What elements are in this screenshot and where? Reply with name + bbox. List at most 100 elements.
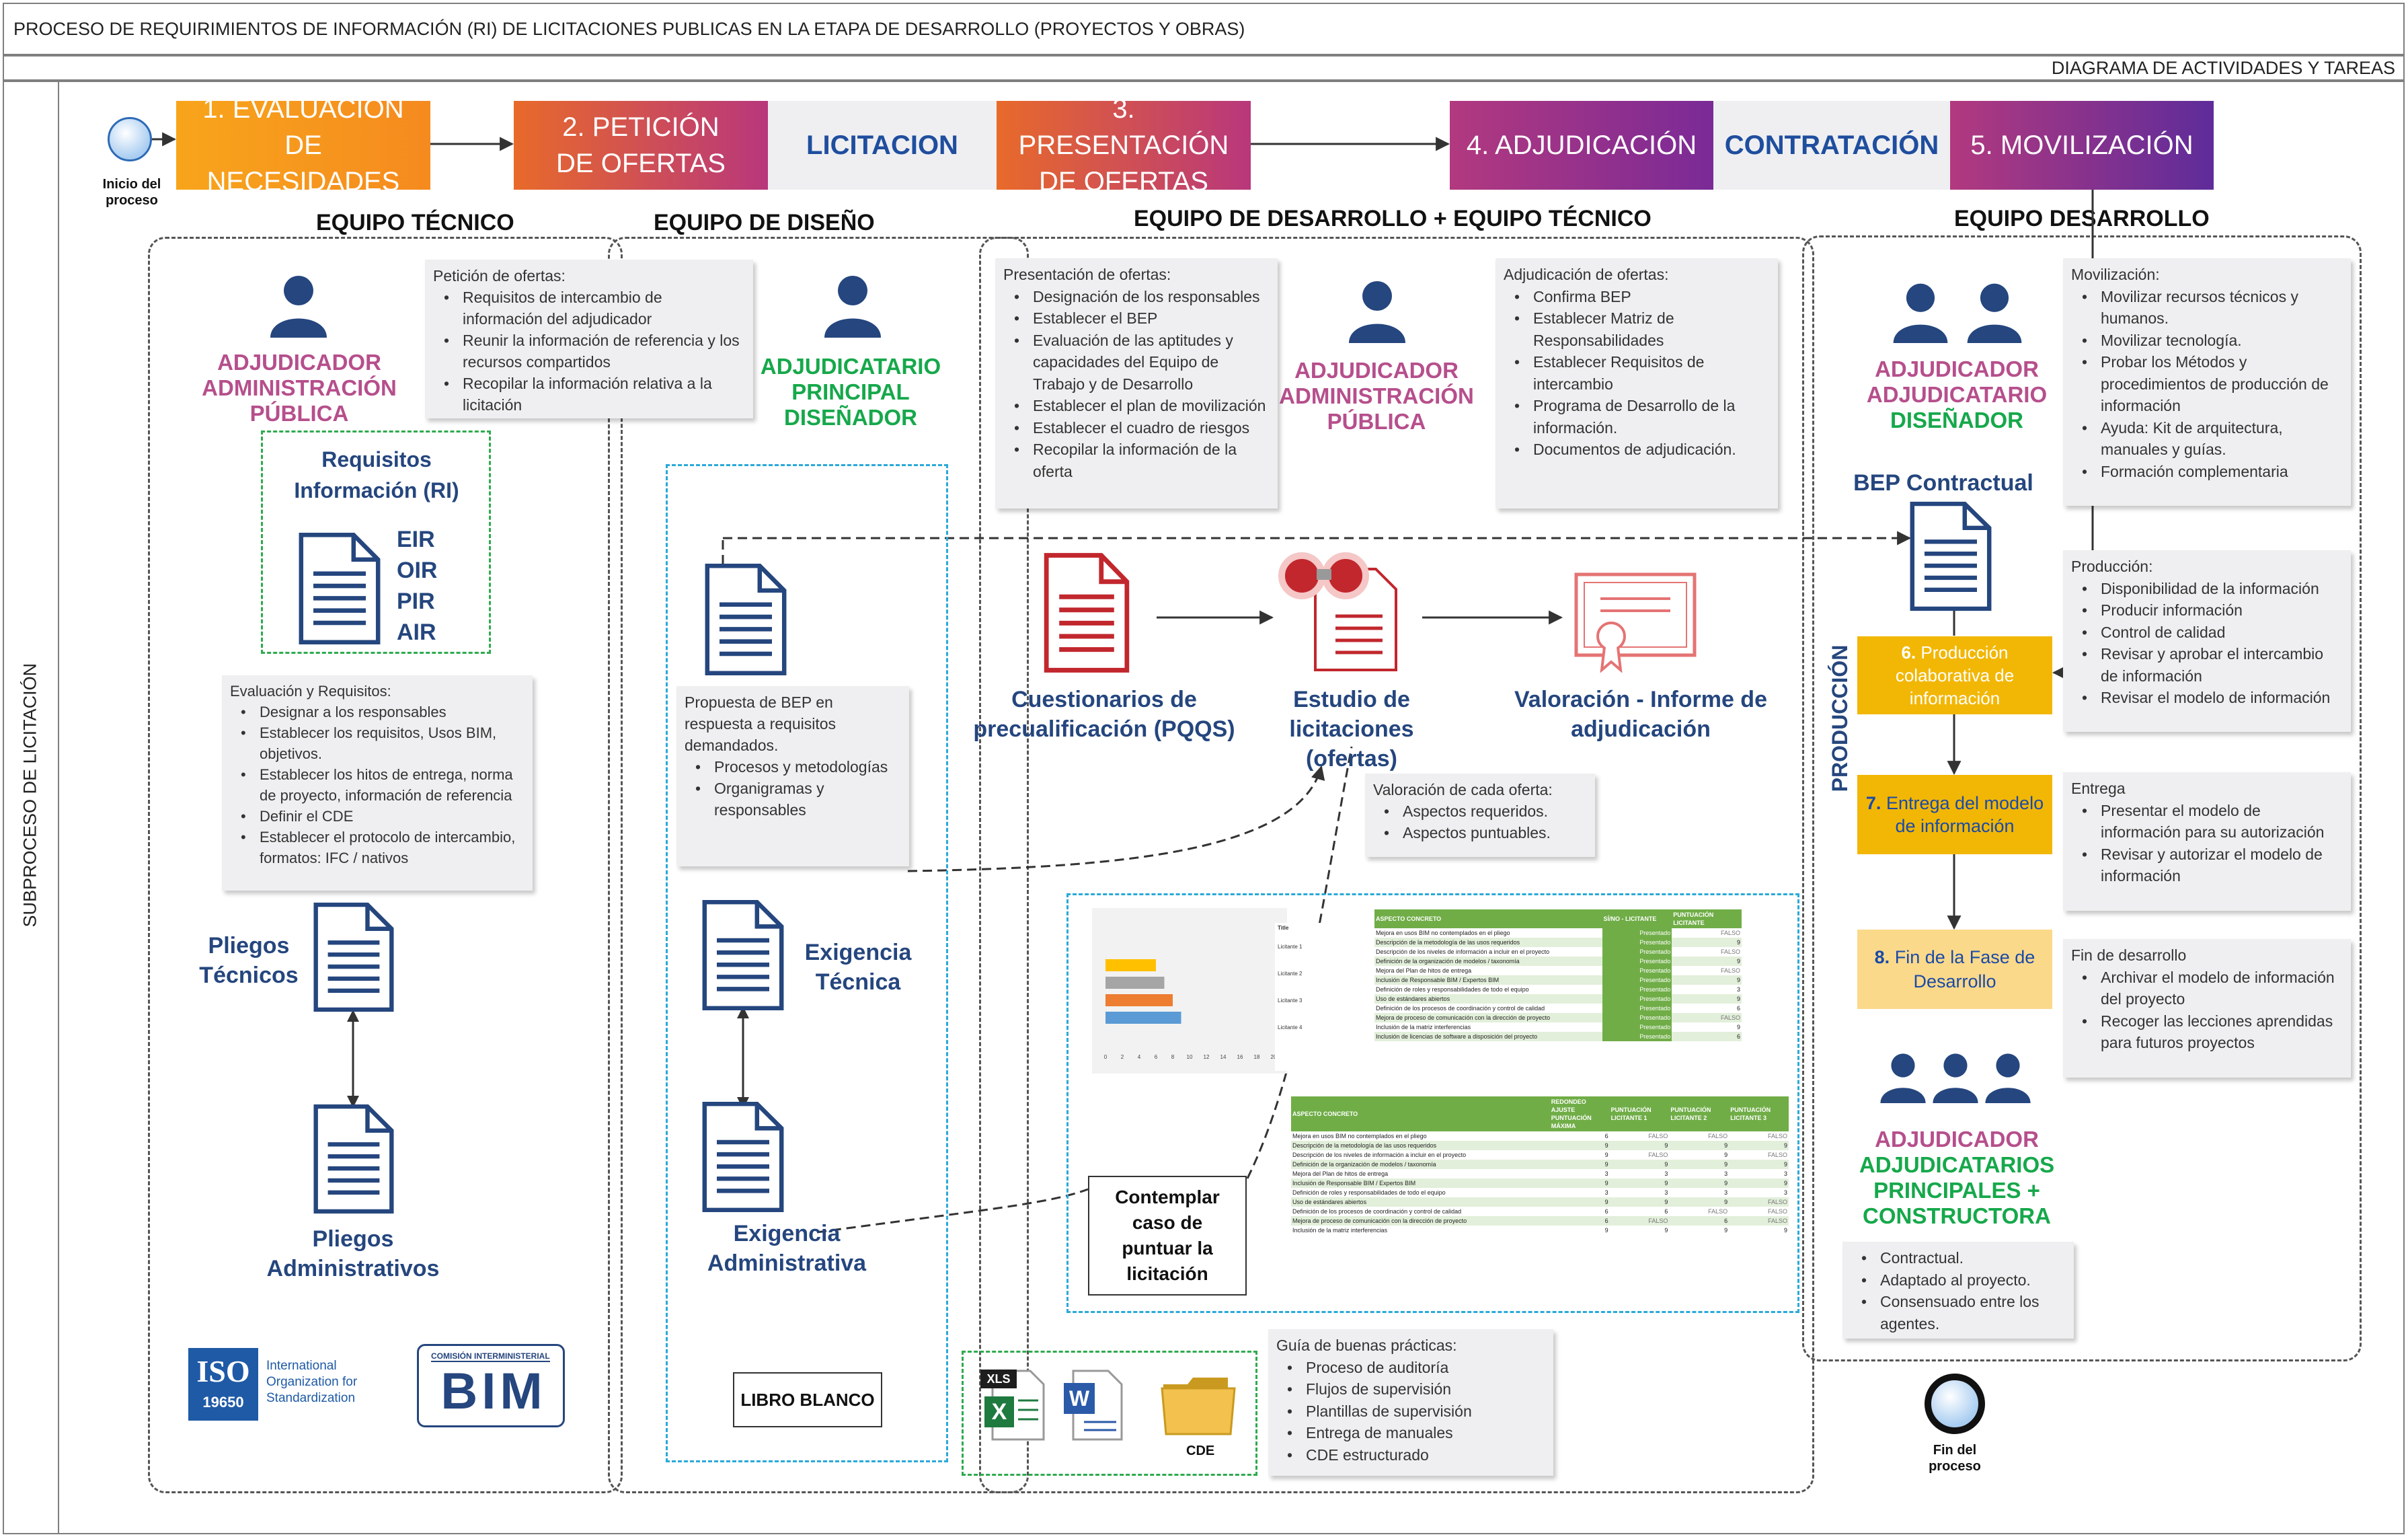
process-6-text: 6. Producción colaborativa de informació… — [1857, 641, 2052, 710]
table-header-cell: ASPECTO CONCRETO — [1291, 1096, 1550, 1131]
exigencia-tecnica-label: Exigencia Técnica — [804, 940, 912, 995]
panel-item: Presentar el modelo de información para … — [2071, 800, 2343, 844]
panel-guia: Guía de buenas prácticas: Proceso de aud… — [1268, 1329, 1553, 1476]
table-row: Descripción de los niveles de informació… — [1291, 1150, 1789, 1160]
mini-chart-bar — [1105, 1012, 1181, 1024]
panel-item: Documentos de adjudicación. — [1504, 439, 1770, 461]
panel-propuesta-list: Procesos y metodologías Organigramas y r… — [685, 756, 901, 821]
step-3-presentacion[interactable]: 3. PRESENTACIÓN DE OFERTAS — [997, 94, 1251, 196]
table-cell: Mejora del Plan de hitos de entrega — [1376, 967, 1472, 974]
document-icon-exigencia-admin — [699, 1100, 787, 1213]
panel-item: Disponibilidad de la información — [2071, 578, 2343, 600]
document-glyph — [313, 1104, 394, 1214]
table-cell: FALSO — [1720, 948, 1740, 955]
panel-presentacion: Presentación de ofertas: Designación de … — [995, 258, 1278, 509]
pir-label: PIR — [397, 589, 435, 614]
panel-peticion: Petición de ofertas: Requisitos de inter… — [425, 260, 753, 418]
table-cell: Uso de estándares abiertos — [1376, 996, 1450, 1002]
table-cell: 9 — [1783, 1161, 1787, 1168]
table-cell: 3 — [1783, 1170, 1787, 1177]
panel-movilizacion: Movilización: Movilizar recursos técnico… — [2063, 258, 2351, 506]
step-2-peticion[interactable]: 2. PETICIÓN DE OFERTAS — [514, 101, 768, 190]
start-event[interactable] — [108, 117, 152, 161]
step-5-movilizacion[interactable]: 5. MOVILIZACIÓN — [1950, 101, 2214, 190]
table-row: Mejora de proceso de comunicación con la… — [1291, 1216, 1789, 1226]
process-8-fin[interactable]: 8. Fin de la Fase de Desarrollo — [1857, 930, 2052, 1009]
panel-item: Establecer los hitos de entrega, norma d… — [230, 764, 525, 806]
subtitle-bar: DIAGRAMA DE ACTIVIDADES Y TAREAS — [3, 55, 2405, 81]
contemplar-box[interactable]: Contemplar caso de puntuar la licitación — [1088, 1176, 1247, 1296]
mini-chart-legend-col: Title Licitante 1 Licitante 2 Licitante … — [1275, 923, 1373, 1071]
document-glyph — [702, 1101, 784, 1213]
table-cell: 9 — [1783, 1142, 1787, 1149]
role-dev-disenador: DISEÑADOR — [1890, 408, 2024, 433]
table-cell: Presentado — [1602, 1022, 1672, 1032]
table-cell: Mejora de proceso de comunicación con la… — [1376, 1014, 1551, 1021]
step-licitacion[interactable]: LICITACION — [768, 101, 997, 190]
panel-fin: Fin de desarrollo Archivar el modelo de … — [2063, 939, 2351, 1078]
person-glyph — [824, 276, 881, 338]
panel-fin-list: Archivar el modelo de información del pr… — [2071, 967, 2343, 1054]
process-7-entrega[interactable]: 7. Entrega del modelo de información — [1857, 775, 2052, 854]
table-cell: Presentado — [1602, 928, 1672, 938]
person-glyph — [1985, 1053, 2031, 1103]
step-contratacion[interactable]: CONTRATACIÓN — [1713, 101, 1950, 190]
table-cell: Inclusión de licencias de software a dis… — [1376, 1033, 1538, 1040]
table-cell: Mejora en usos BIM no contemplados en el… — [1292, 1133, 1427, 1139]
document-icon-cuestionarios — [1041, 552, 1132, 674]
table-cell: FALSO — [1720, 967, 1740, 974]
table-cell: 6 — [1736, 1005, 1740, 1012]
cde-label: CDE — [1186, 1444, 1215, 1458]
end-event[interactable] — [1925, 1374, 1985, 1434]
table-row: Definición de roles y responsabilidades … — [1291, 1188, 1789, 1197]
table-cell: 6 — [1604, 1133, 1608, 1139]
table-header-cell: PUNTUACIÓN LICITANTE 1 — [1609, 1096, 1670, 1131]
panel-item: Confirma BEP — [1504, 286, 1770, 308]
role-dev-adjudicatario: ADJUDICATARIO — [1866, 382, 2048, 407]
xls-tag: XLS — [980, 1370, 1017, 1388]
table-cell: 9 — [1664, 1161, 1668, 1168]
panel-produccion: Producción: Disponibilidad de la informa… — [2063, 550, 2351, 732]
panel-item: Organigramas y responsables — [685, 778, 901, 821]
panel-produccion-title: Producción: — [2071, 558, 2153, 575]
iso-line3: Standardization — [266, 1391, 356, 1405]
table-cell: 9 — [1736, 996, 1740, 1002]
table-cell: Definición de los procesos de coordinaci… — [1292, 1208, 1462, 1215]
table-cell: Presentado — [1602, 947, 1672, 957]
step-4-adjudicacion[interactable]: 4. ADJUDICACIÓN — [1450, 101, 1713, 190]
panel-item: Recoger las lecciones aprendidas para fu… — [2071, 1010, 2343, 1054]
process-6-produccion[interactable]: 6. Producción colaborativa de informació… — [1857, 636, 2052, 714]
panel-item: Contractual. — [1851, 1247, 2066, 1269]
mini-chart-tick: 16 — [1237, 1054, 1243, 1060]
panel-item: Establecer Matriz de Responsabilidades — [1504, 307, 1770, 351]
mini-chart-legend-title: Title — [1278, 925, 1289, 931]
panel-item: Designación de los responsables — [1003, 286, 1270, 308]
panel-adjudicacion-list: Confirma BEP Establecer Matriz de Respon… — [1504, 286, 1770, 461]
mini-chart-bg — [1092, 908, 1287, 1074]
iso-line2: Organization for — [266, 1375, 358, 1389]
table-cell: 9 — [1736, 1024, 1740, 1030]
panel-item: Establecer el plan de movilización — [1003, 395, 1270, 417]
container-tecnico — [148, 237, 623, 1493]
person-icon-dev-b — [1962, 278, 2027, 343]
panel-item: Recopilar la información relativa a la l… — [433, 373, 745, 416]
iso-line1: International — [266, 1359, 337, 1373]
panel-item: Producir información — [2071, 599, 2343, 622]
document-glyph — [1044, 553, 1130, 673]
folder-icon — [1161, 1375, 1236, 1435]
eir-label: EIR — [397, 527, 435, 552]
table-cell: 9 — [1604, 1142, 1608, 1149]
table-cell: 3 — [1783, 1189, 1787, 1196]
mini-chart-tick: 10 — [1187, 1054, 1193, 1060]
table-cell: 9 — [1724, 1180, 1728, 1187]
panel-entrega: Entrega Presentar el modelo de informaci… — [2063, 772, 2351, 911]
table-cell: FALSO — [1648, 1133, 1668, 1139]
panel-item: Evaluación de las aptitudes y capacidade… — [1003, 330, 1270, 396]
binoculars-doc-icon — [1275, 542, 1409, 677]
person-icon-ap1 — [265, 270, 332, 338]
libro-blanco-box[interactable]: LIBRO BLANCO — [733, 1372, 882, 1427]
panel-entrega-title: Entrega — [2071, 780, 2126, 797]
